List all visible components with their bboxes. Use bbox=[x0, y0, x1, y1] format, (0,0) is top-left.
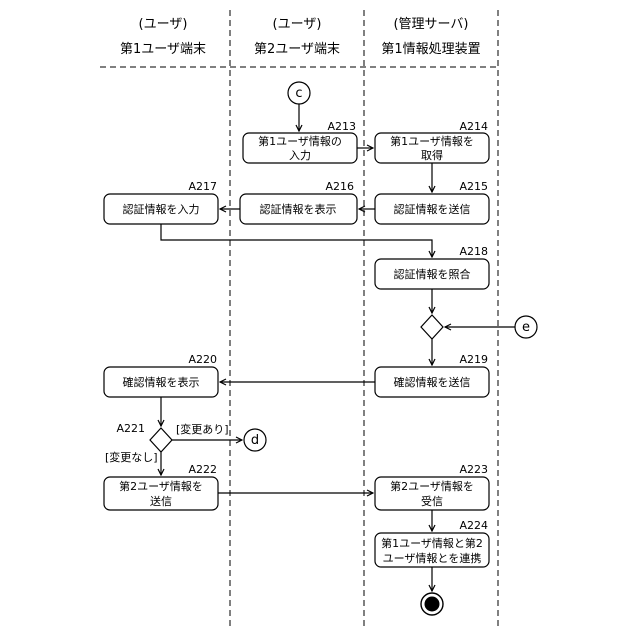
lane2-role: (ユーザ) bbox=[273, 17, 322, 32]
final-node-inner bbox=[425, 597, 440, 612]
action-a219-line1: 確認情報を送信 bbox=[394, 375, 471, 389]
lane3-name: 第1情報処理装置 bbox=[381, 42, 480, 57]
lane3-role: (管理サーバ) bbox=[393, 17, 468, 32]
action-a223-line1: 第2ユーザ情報を bbox=[390, 479, 474, 493]
step-id-a217: A217 bbox=[188, 180, 217, 193]
step-id-a223: A223 bbox=[459, 463, 488, 476]
action-a215-line1: 認証情報を送信 bbox=[394, 202, 471, 216]
decision-a221 bbox=[150, 428, 172, 452]
lane1-name: 第1ユーザ端末 bbox=[120, 42, 206, 57]
action-a224-line2: ユーザ情報とを連携 bbox=[383, 551, 482, 565]
action-a213-line2: 入力 bbox=[289, 149, 311, 162]
action-a214-line1: 第1ユーザ情報を bbox=[390, 134, 474, 148]
action-a222-line1: 第2ユーザ情報を bbox=[119, 479, 203, 493]
action-a220-line1: 確認情報を表示 bbox=[123, 375, 200, 389]
lane1-role: (ユーザ) bbox=[139, 17, 188, 32]
step-id-a224: A224 bbox=[459, 519, 488, 532]
step-id-a219: A219 bbox=[459, 353, 488, 366]
action-a216-line1: 認証情報を表示 bbox=[260, 202, 337, 216]
connector-c-label: c bbox=[295, 86, 302, 101]
guard-changed: [変更あり] bbox=[176, 422, 229, 436]
action-a218-line1: 認証情報を照合 bbox=[394, 267, 471, 281]
connector-e-label: e bbox=[522, 320, 530, 335]
step-id-a216: A216 bbox=[325, 180, 354, 193]
merge-node bbox=[421, 315, 443, 339]
step-id-a215: A215 bbox=[459, 180, 488, 193]
action-a214-line2: 取得 bbox=[421, 149, 443, 162]
action-a222-line2: 送信 bbox=[150, 494, 172, 508]
action-a213-line1: 第1ユーザ情報の bbox=[258, 134, 342, 148]
connector-d-label: d bbox=[251, 433, 259, 448]
step-id-a214: A214 bbox=[459, 120, 488, 133]
action-a217-line1: 認証情報を入力 bbox=[123, 202, 200, 216]
lane2-name: 第2ユーザ端末 bbox=[254, 42, 340, 57]
step-id-a221: A221 bbox=[116, 422, 145, 435]
step-id-a213: A213 bbox=[327, 120, 356, 133]
step-id-a222: A222 bbox=[188, 463, 217, 476]
action-a224-line1: 第1ユーザ情報と第2 bbox=[381, 536, 483, 550]
step-id-a218: A218 bbox=[459, 245, 488, 258]
action-a223-line2: 受信 bbox=[421, 495, 443, 508]
guard-unchanged: [変更なし] bbox=[105, 450, 158, 464]
step-id-a220: A220 bbox=[188, 353, 217, 366]
flow-a217-to-a218 bbox=[161, 224, 432, 257]
